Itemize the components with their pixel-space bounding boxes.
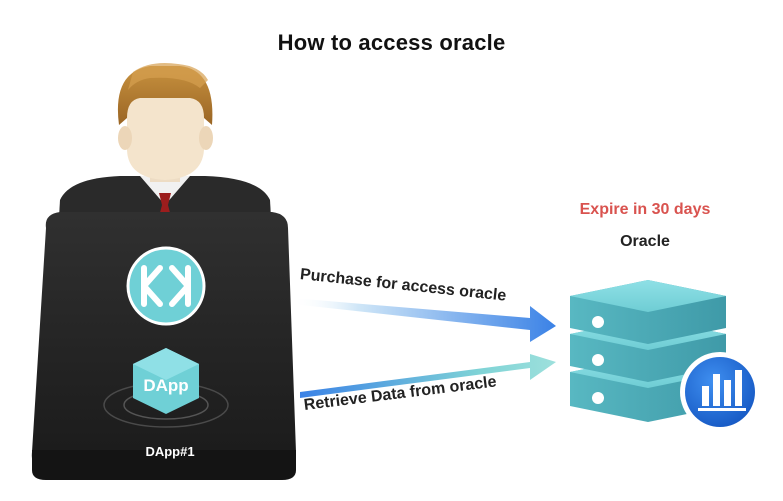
retrieve-arrow [300, 354, 556, 398]
dapp-cube-top [133, 348, 199, 380]
server-light-top [592, 316, 604, 328]
page-title: How to access oracle [277, 30, 506, 55]
left-ear [118, 126, 132, 150]
server-light-bottom [592, 392, 604, 404]
panel-base [32, 450, 296, 480]
dapp-panel: DApp [31, 212, 297, 480]
shirt-collar [140, 176, 190, 205]
expire-notice: Expire in 30 days [579, 201, 711, 218]
hair-highlight [128, 63, 208, 90]
kk-logo-glyph [141, 265, 191, 307]
oracle-server-icon [570, 280, 760, 432]
purchase-arrow-shape [292, 298, 556, 342]
dapp-logo-text: DApp [143, 376, 188, 395]
kk-logo-icon [126, 246, 206, 326]
oracle-label: Oracle [620, 233, 670, 250]
bar-chart-glyph [698, 370, 746, 411]
server-unit-top-top [570, 280, 726, 312]
panel-body [31, 212, 297, 474]
dapp-caption: DApp#1 [145, 444, 195, 459]
purchase-arrow [292, 298, 556, 342]
server-light-middle [592, 354, 604, 366]
retrieve-arrow-shape [300, 354, 556, 398]
right-ear [199, 126, 213, 150]
face [127, 90, 204, 180]
